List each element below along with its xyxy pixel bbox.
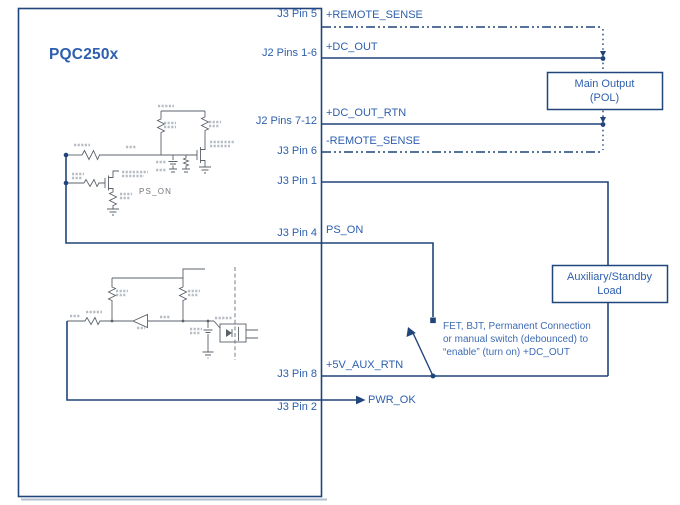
main-output-line1: Main Output bbox=[574, 78, 635, 90]
main-output-block-label: Main Output (POL) bbox=[547, 77, 662, 105]
component-designator-marks bbox=[70, 104, 234, 335]
switch-note-line3: “enable” (turn on) +DC_OUT bbox=[443, 347, 570, 358]
ps-on-wire bbox=[65, 155, 434, 317]
module-title: PQC250x bbox=[49, 46, 119, 63]
pin-label-j3-pin-2: J3 Pin 2 bbox=[277, 401, 317, 413]
down-arrow-icon bbox=[600, 117, 606, 123]
ps-on-circuit-schematic bbox=[66, 110, 211, 216]
optocoupler-symbol bbox=[219, 323, 247, 343]
pwr-ok-circuit-schematic bbox=[67, 267, 258, 360]
pin-label-j3-pin-5: J3 Pin 5 bbox=[277, 8, 317, 20]
down-arrow-icon bbox=[600, 51, 606, 57]
aux-standby-load-block bbox=[551, 264, 669, 304]
signal-label-remote-sense-pos: +REMOTE_SENSE bbox=[326, 9, 423, 21]
signal-label-ps-on: PS_ON bbox=[326, 224, 364, 236]
pin-label-j3-pin-8: J3 Pin 8 bbox=[277, 368, 317, 380]
junction-dot bbox=[63, 180, 69, 186]
signal-label-aux-rtn: +5V_AUX_RTN bbox=[326, 359, 404, 371]
switch-terminal-square bbox=[430, 317, 436, 324]
switch-note-line1: FET, BJT, Permanent Connection bbox=[443, 321, 591, 332]
switch-note-line2: or manual switch (debounced) to bbox=[443, 334, 589, 345]
aux-load-line1: Auxiliary/Standby bbox=[567, 271, 652, 283]
right-arrow-icon bbox=[356, 395, 366, 405]
junction-dot bbox=[63, 152, 69, 158]
main-output-line2: (POL) bbox=[589, 92, 620, 104]
main-output-block bbox=[546, 71, 664, 111]
switch-lever-arrow-icon bbox=[406, 327, 416, 337]
pin-label-j3-pin-6: J3 Pin 6 bbox=[277, 145, 317, 157]
junction-dot bbox=[600, 56, 606, 61]
signal-label-dc-out: +DC_OUT bbox=[326, 41, 378, 53]
pwr-ok-wire bbox=[66, 321, 356, 401]
pin-label-j2-pins-1-6: J2 Pins 1-6 bbox=[261, 47, 317, 59]
signal-label-dc-out-rtn: +DC_OUT_RTN bbox=[326, 107, 407, 119]
pin-label-j3-pin-4: J3 Pin 4 bbox=[277, 227, 317, 239]
pqc250x-module-box bbox=[17, 7, 327, 501]
junction-dot bbox=[600, 122, 606, 127]
pin-label-j2-pins-7-12: J2 Pins 7-12 bbox=[255, 115, 317, 127]
buffer-gate-symbol bbox=[131, 313, 148, 329]
signal-label-remote-sense-neg: -REMOTE_SENSE bbox=[326, 135, 421, 147]
enable-switch-note: FET, BJT, Permanent Connection or manual… bbox=[443, 320, 591, 359]
aux-load-line2: Load bbox=[597, 285, 622, 297]
signal-label-pwr-ok: PWR_OK bbox=[368, 394, 416, 406]
enable-switch-symbol bbox=[406, 317, 436, 379]
pin-label-j3-pin-1: J3 Pin 1 bbox=[277, 175, 317, 187]
aux-standby-load-block-label: Auxiliary/Standby Load bbox=[552, 270, 667, 298]
switch-lever bbox=[412, 332, 434, 377]
schematic-ps-on-label: PS_ON bbox=[139, 187, 173, 196]
wiring-layer bbox=[63, 26, 609, 405]
aux-supply-wire bbox=[322, 181, 609, 376]
